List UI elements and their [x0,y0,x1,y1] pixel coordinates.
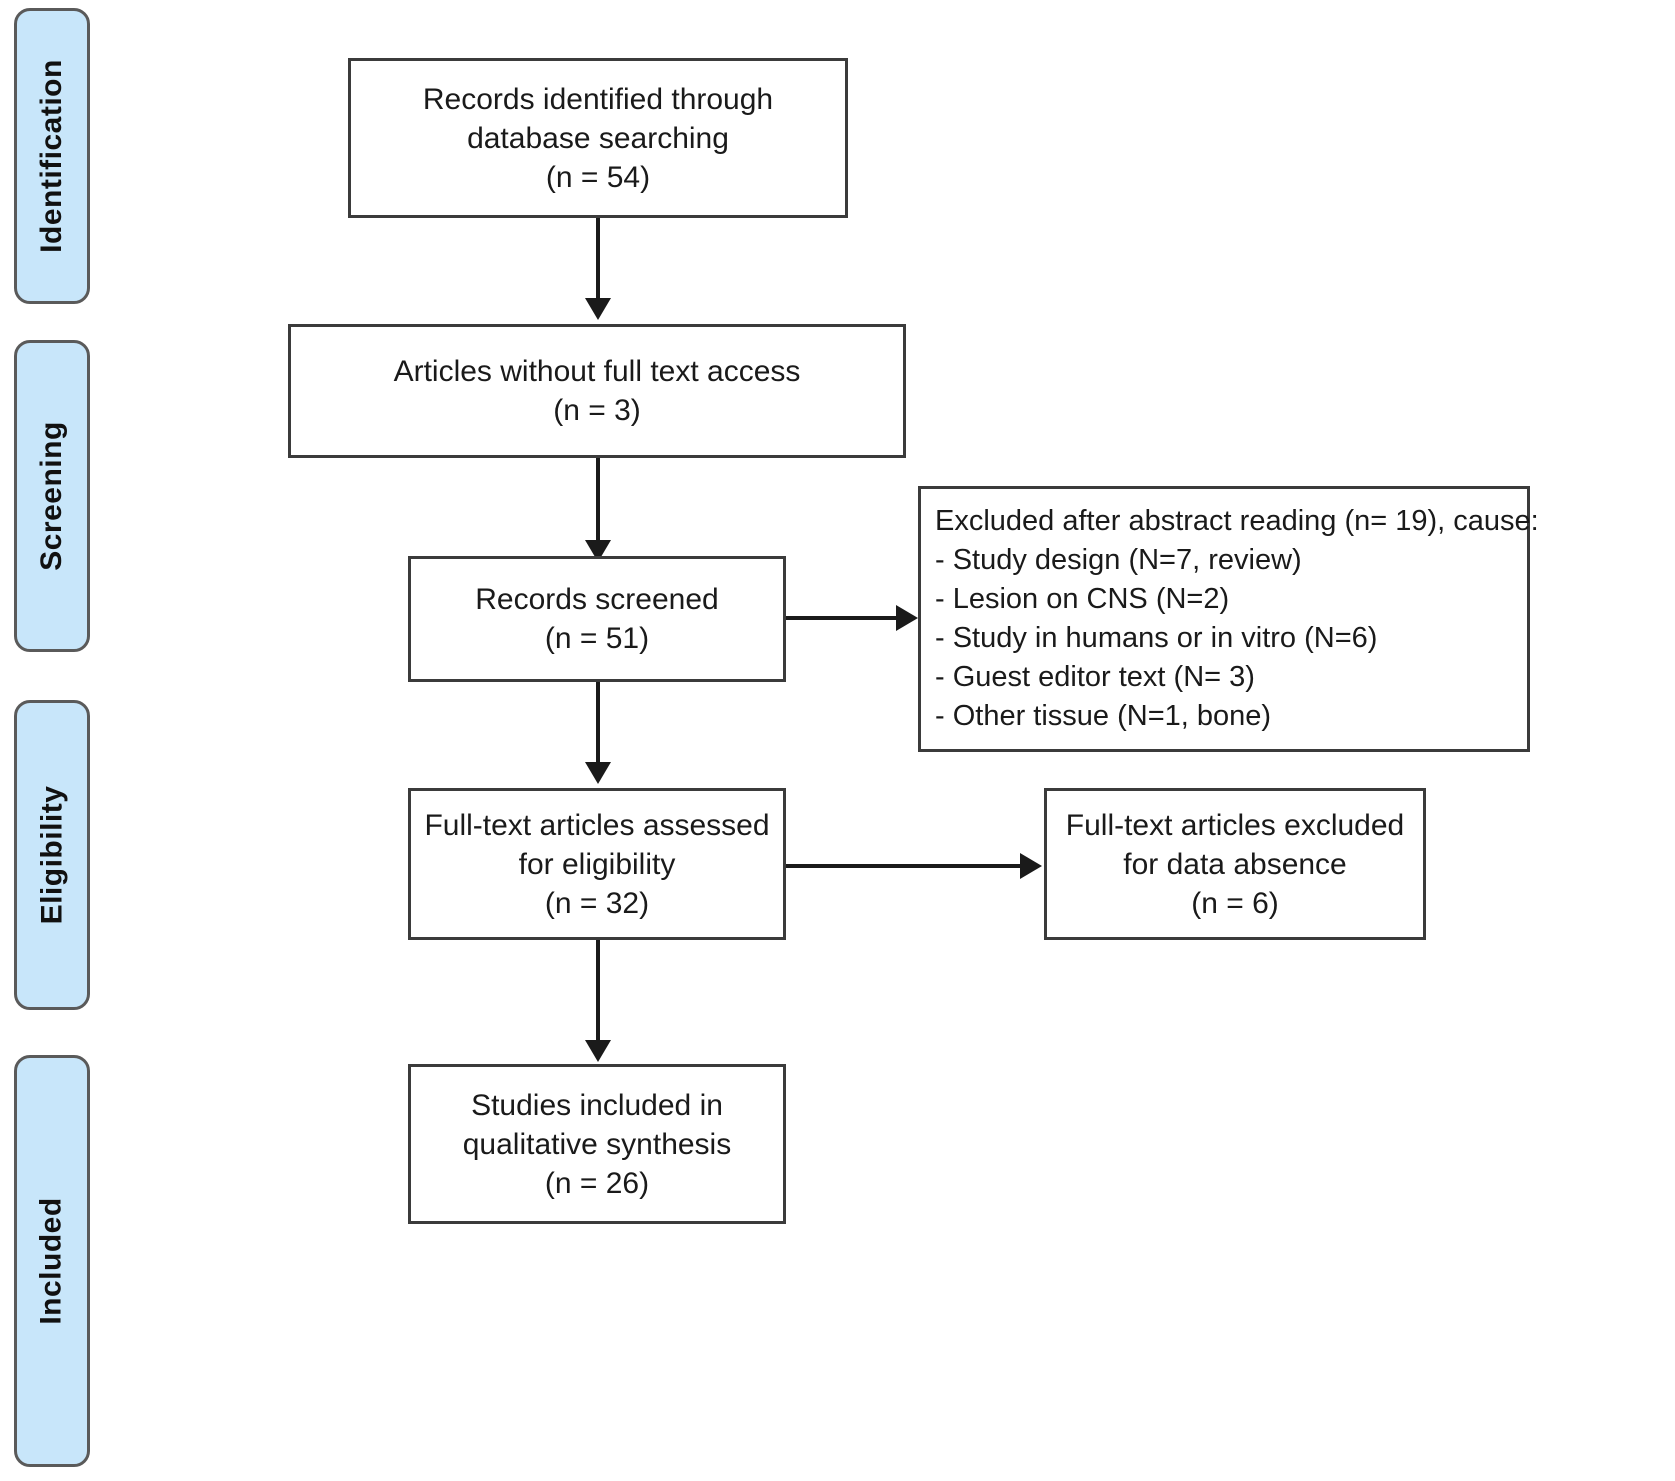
box-records-identified-count: (n = 54) [545,160,651,194]
box-studies-included-line-2: qualitative synthesis [462,1127,732,1161]
box-fulltext-assessed: Full-text articles assessed for eligibil… [408,788,786,940]
box-articles-without-full-text: Articles without full text access (n = 3… [288,324,906,458]
box-fulltext-excluded-line-2: for data absence [1123,847,1347,881]
box-excluded-reason-guest-editor: - Guest editor text (N= 3) [935,660,1255,693]
box-fulltext-assessed-line-1: Full-text articles assessed [424,808,770,842]
connector-screened-to-fulltext [596,680,600,768]
connector-fulltext-to-included [596,938,600,1046]
box-records-screened: Records screened (n = 51) [408,556,786,682]
box-articles-without-full-text-line-1: Articles without full text access [393,355,801,388]
box-excluded-reason-other-tissue: - Other tissue (N=1, bone) [935,699,1272,732]
box-excluded-after-abstract-header: Excluded after abstract reading (n= 19),… [935,505,1539,538]
connector-fulltext-to-excluded [784,864,1024,868]
box-excluded-reason-study-design: - Study design (N=7, review) [935,544,1302,577]
box-articles-without-full-text-count: (n = 3) [553,394,641,427]
box-records-screened-line-1: Records screened [475,583,719,616]
phase-label-included: Included [14,1055,90,1467]
arrow-fulltext-to-excluded [1020,853,1042,879]
box-fulltext-assessed-count: (n = 32) [544,886,650,920]
arrow-fulltext-to-included [585,1040,611,1062]
phase-label-eligibility: Eligibility [14,700,90,1010]
box-records-identified-line-1: Records identified through [422,82,774,116]
box-records-screened-count: (n = 51) [544,622,650,655]
box-studies-included: Studies included in qualitative synthesi… [408,1064,786,1224]
phase-label-screening-text: Screening [35,421,68,571]
box-studies-included-line-1: Studies included in [471,1088,723,1122]
box-excluded-reason-lesion-cns: - Lesion on CNS (N=2) [935,583,1230,616]
box-records-identified-line-2: database searching [467,121,729,155]
arrow-screened-to-excluded [896,605,918,631]
phase-label-screening: Screening [14,340,90,652]
connector-identified-to-no-full-text [596,216,600,302]
connector-screened-to-excluded [784,616,900,620]
phase-label-identification: Identification [14,8,90,304]
phase-label-identification-text: Identification [35,59,69,253]
box-fulltext-excluded-line-1: Full-text articles excluded [1065,808,1405,842]
phase-label-eligibility-text: Eligibility [35,785,69,925]
box-excluded-reason-humans-invitro: - Study in humans or in vitro (N=6) [935,622,1378,654]
connector-no-full-text-to-screened [596,456,600,546]
box-fulltext-excluded-count: (n = 6) [1191,886,1279,920]
box-excluded-after-abstract: Excluded after abstract reading (n= 19),… [918,486,1539,752]
box-studies-included-count: (n = 26) [544,1166,650,1200]
box-fulltext-assessed-line-2: for eligibility [518,847,676,881]
arrow-screened-to-fulltext [585,762,611,784]
box-records-identified: Records identified through database sear… [348,58,848,218]
arrow-identified-to-no-full-text [585,298,611,320]
phase-label-included-text: Included [35,1197,68,1325]
box-fulltext-excluded: Full-text articles excluded for data abs… [1044,788,1426,940]
